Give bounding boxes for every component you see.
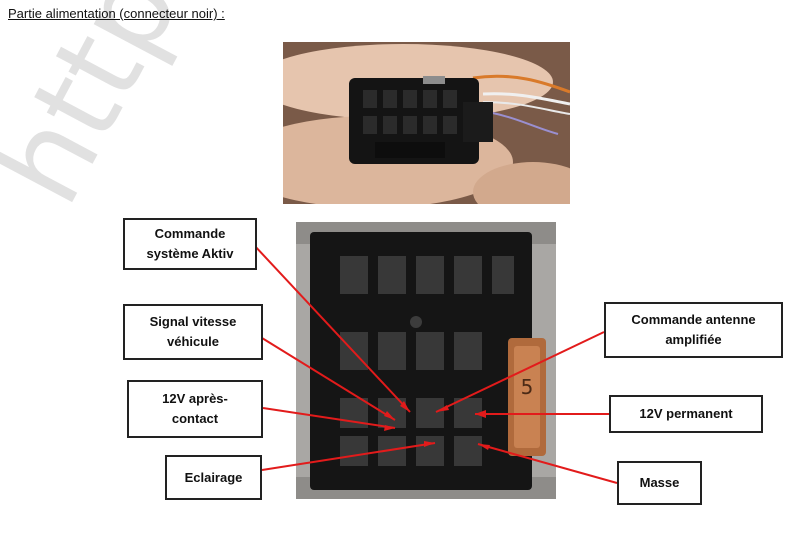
- label-commande-systeme-aktiv: Commande système Aktiv: [123, 218, 257, 270]
- label-12v-apres-contact: 12V après- contact: [127, 380, 263, 438]
- arrow-12v-apres-contact: [384, 425, 395, 431]
- arrow-eclairage: [424, 441, 435, 447]
- arrow-commande-antenne: [436, 405, 449, 412]
- arrow-signal-vitesse: [384, 411, 395, 420]
- arrow-12v-permanent: [475, 410, 486, 418]
- line-commande-antenne: [435, 331, 605, 413]
- fuse-number: 5: [521, 375, 534, 399]
- line-masse: [477, 443, 618, 484]
- arrow-commande-systeme: [400, 401, 410, 412]
- label-signal-vitesse-vehicule: Signal vitesse véhicule: [123, 304, 263, 360]
- line-12v-apres-contact: [262, 407, 396, 429]
- label-12v-permanent: 12V permanent: [609, 395, 763, 433]
- line-signal-vitesse: [261, 337, 396, 421]
- label-commande-antenne-amplifiee: Commande antenne amplifiée: [604, 302, 783, 358]
- arrow-masse: [478, 444, 490, 450]
- connector-hand-photo: [283, 42, 570, 204]
- line-eclairage: [261, 442, 436, 471]
- label-eclairage: Eclairage: [165, 455, 262, 500]
- line-commande-systeme: [252, 243, 411, 413]
- section-heading: Partie alimentation (connecteur noir) :: [8, 6, 225, 21]
- label-masse: Masse: [617, 461, 702, 505]
